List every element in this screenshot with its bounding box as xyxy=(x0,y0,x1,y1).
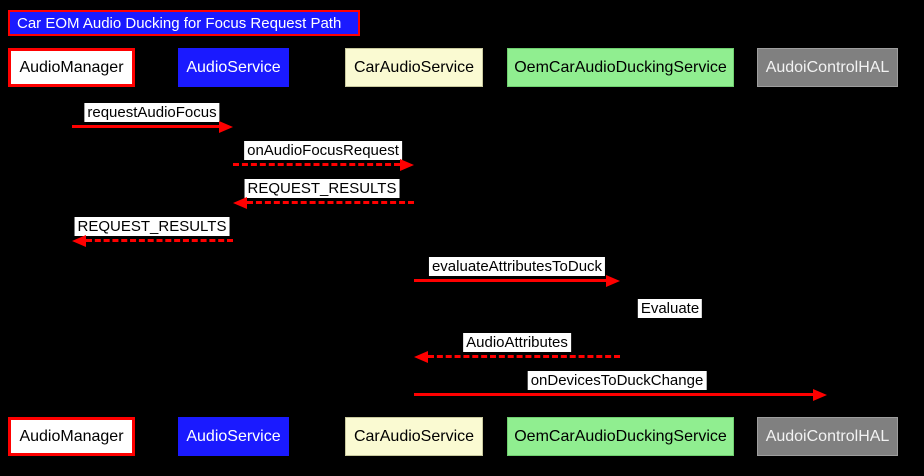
message-arrow-audio-attributes-arrowhead xyxy=(414,351,428,363)
message-label-request-audio-focus: requestAudioFocus xyxy=(84,103,220,122)
message-label-evaluate: Evaluate xyxy=(637,299,703,318)
participant-audio-manager-top: AudioManager xyxy=(8,48,135,87)
participant-audio-service-top: AudioService xyxy=(178,48,289,87)
message-arrow-audio-attributes-line xyxy=(428,355,620,358)
message-label-evaluate-attributes-to-duck: evaluateAttributesToDuck xyxy=(428,257,606,276)
message-label-on-audio-focus-request: onAudioFocusRequest xyxy=(244,141,402,160)
participant-audio-manager-bottom: AudioManager xyxy=(8,417,135,456)
message-label-audio-attributes: AudioAttributes xyxy=(463,333,571,352)
message-arrow-evaluate-attributes-to-duck-line xyxy=(414,279,606,282)
message-arrow-request-results-2-line xyxy=(86,239,233,242)
participant-car-audio-service-bottom: CarAudioService xyxy=(345,417,483,456)
message-arrow-on-audio-focus-request-line xyxy=(233,163,400,166)
message-arrow-request-results-1-line xyxy=(247,201,414,204)
participant-audio-control-hal-top: AudoiControlHAL xyxy=(757,48,898,87)
message-arrow-on-devices-to-duck-change-arrowhead xyxy=(813,389,827,401)
message-arrow-on-audio-focus-request-arrowhead xyxy=(400,159,414,171)
participant-oem-car-audio-ducking-service-top: OemCarAudioDuckingService xyxy=(507,48,734,87)
message-arrow-request-results-2-arrowhead xyxy=(72,235,86,247)
message-arrow-evaluate-attributes-to-duck-arrowhead xyxy=(606,275,620,287)
participant-audio-control-hal-bottom: AudoiControlHAL xyxy=(757,417,898,456)
participant-car-audio-service-top: CarAudioService xyxy=(345,48,483,87)
message-arrow-on-devices-to-duck-change-line xyxy=(414,393,813,396)
participant-audio-service-bottom: AudioService xyxy=(178,417,289,456)
message-arrow-request-audio-focus-line xyxy=(72,125,219,128)
message-label-on-devices-to-duck-change: onDevicesToDuckChange xyxy=(527,371,707,390)
message-arrow-request-audio-focus-arrowhead xyxy=(219,121,233,133)
message-label-request-results-2: REQUEST_RESULTS xyxy=(74,217,230,236)
message-arrow-request-results-1-arrowhead xyxy=(233,197,247,209)
diagram-title: Car EOM Audio Ducking for Focus Request … xyxy=(8,10,360,36)
message-label-request-results-1: REQUEST_RESULTS xyxy=(244,179,400,198)
participant-oem-car-audio-ducking-service-bottom: OemCarAudioDuckingService xyxy=(507,417,734,456)
